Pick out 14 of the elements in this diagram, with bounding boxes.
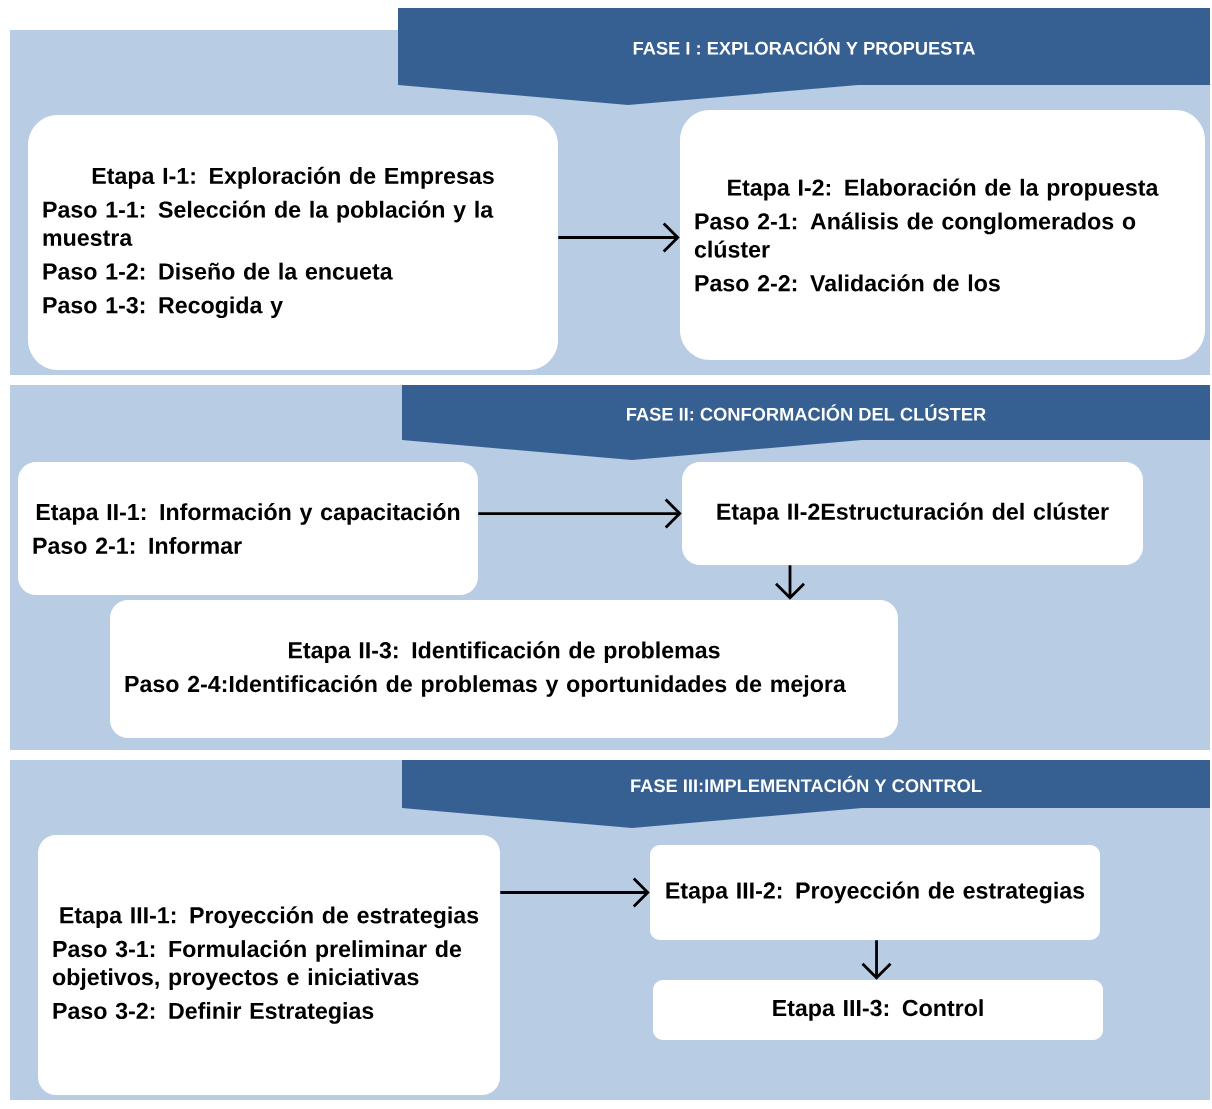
stage-box: Etapa III-1: Proyección de estrategias Paso 3-1: Formulación preliminar de objetivos, proyectos e iniciativas Paso 3-2: Definir Estrategias <box>38 835 500 1095</box>
arrow <box>558 222 680 253</box>
stage-box: Etapa II-1: Información y capacitación Paso 2-1: Informar <box>18 462 478 596</box>
arrow <box>478 498 682 529</box>
phase-banner: FASE III:IMPLEMENTACIÓN Y CONTROL <box>402 760 1210 828</box>
stage-box: Etapa II-2Estructuración del clúster <box>682 462 1143 566</box>
phase-banner: FASE II: CONFORMACIÓN DEL CLÚSTER <box>402 385 1210 460</box>
stage-box: Etapa II-3: Identificación de problemas Paso 2-4:Identificación de problemas y oportunidades de mejora <box>110 600 898 738</box>
stage-box: Etapa I-2: Elaboración de la propuesta Paso 2-1: Análisis de conglomerados o clúster Paso 2-2: Validación de los <box>680 110 1205 360</box>
stage-box: Etapa III-2: Proyección de estrategias <box>650 845 1100 940</box>
stage-box: Etapa I-1: Exploración de Empresas Paso 1-1: Selección de la población y la muestra Paso 1-2: Diseño de la encueta Paso 1-3: Recogida y <box>28 115 558 370</box>
arrow <box>500 877 650 908</box>
stage-box: Etapa III-3: Control <box>653 980 1103 1040</box>
phase-banner: FASE I : EXPLORACIÓN Y PROPUESTA <box>398 8 1210 105</box>
